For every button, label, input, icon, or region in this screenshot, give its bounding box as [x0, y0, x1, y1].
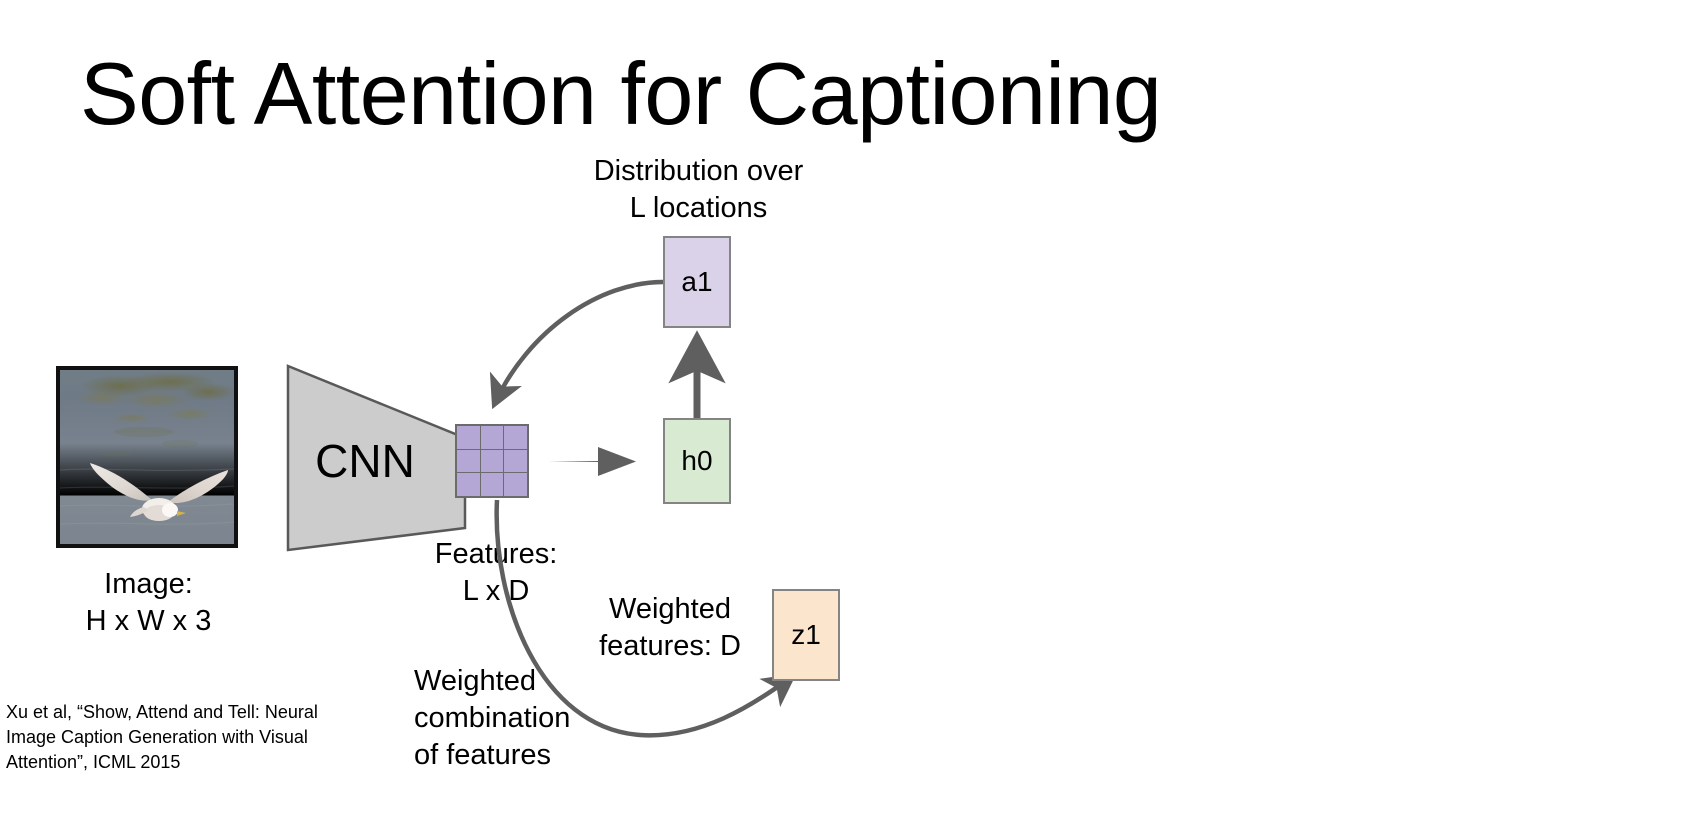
page-title: Soft Attention for Captioning — [80, 44, 1162, 143]
node-a1-label: a1 — [681, 266, 713, 297]
input-image-thumbnail — [56, 366, 238, 548]
node-h0: h0 — [663, 418, 731, 504]
citation-text: Xu et al, “Show, Attend and Tell: Neural… — [6, 702, 318, 772]
features-caption: Features: L x D — [434, 538, 558, 607]
node-h0-label: h0 — [681, 445, 713, 476]
feature-cell — [504, 449, 527, 473]
node-z1-label: z1 — [791, 619, 821, 650]
weighted-features-caption: Weighted features: D — [599, 593, 741, 662]
feature-cell — [457, 426, 480, 449]
feature-cell — [480, 426, 504, 449]
feature-cell — [504, 426, 527, 449]
seagull-photo — [60, 370, 234, 544]
curve-a1-to-features — [489, 279, 664, 410]
weighted-combination-caption: Weighted combination of features — [414, 665, 571, 771]
feature-cell — [480, 449, 504, 473]
node-a1: a1 — [663, 236, 731, 328]
arrow-features-to-h0 — [548, 447, 636, 476]
feature-cell — [457, 473, 480, 496]
cnn-block — [286, 364, 467, 552]
feature-cell — [457, 449, 480, 473]
feature-grid — [455, 424, 529, 498]
distribution-caption: Distribution over L locations — [593, 155, 804, 224]
cnn-label: CNN — [315, 435, 415, 487]
feature-cell — [480, 473, 504, 496]
feature-cell — [504, 473, 527, 496]
node-z1: z1 — [772, 589, 840, 681]
image-caption: Image: H x W x 3 — [85, 568, 212, 637]
